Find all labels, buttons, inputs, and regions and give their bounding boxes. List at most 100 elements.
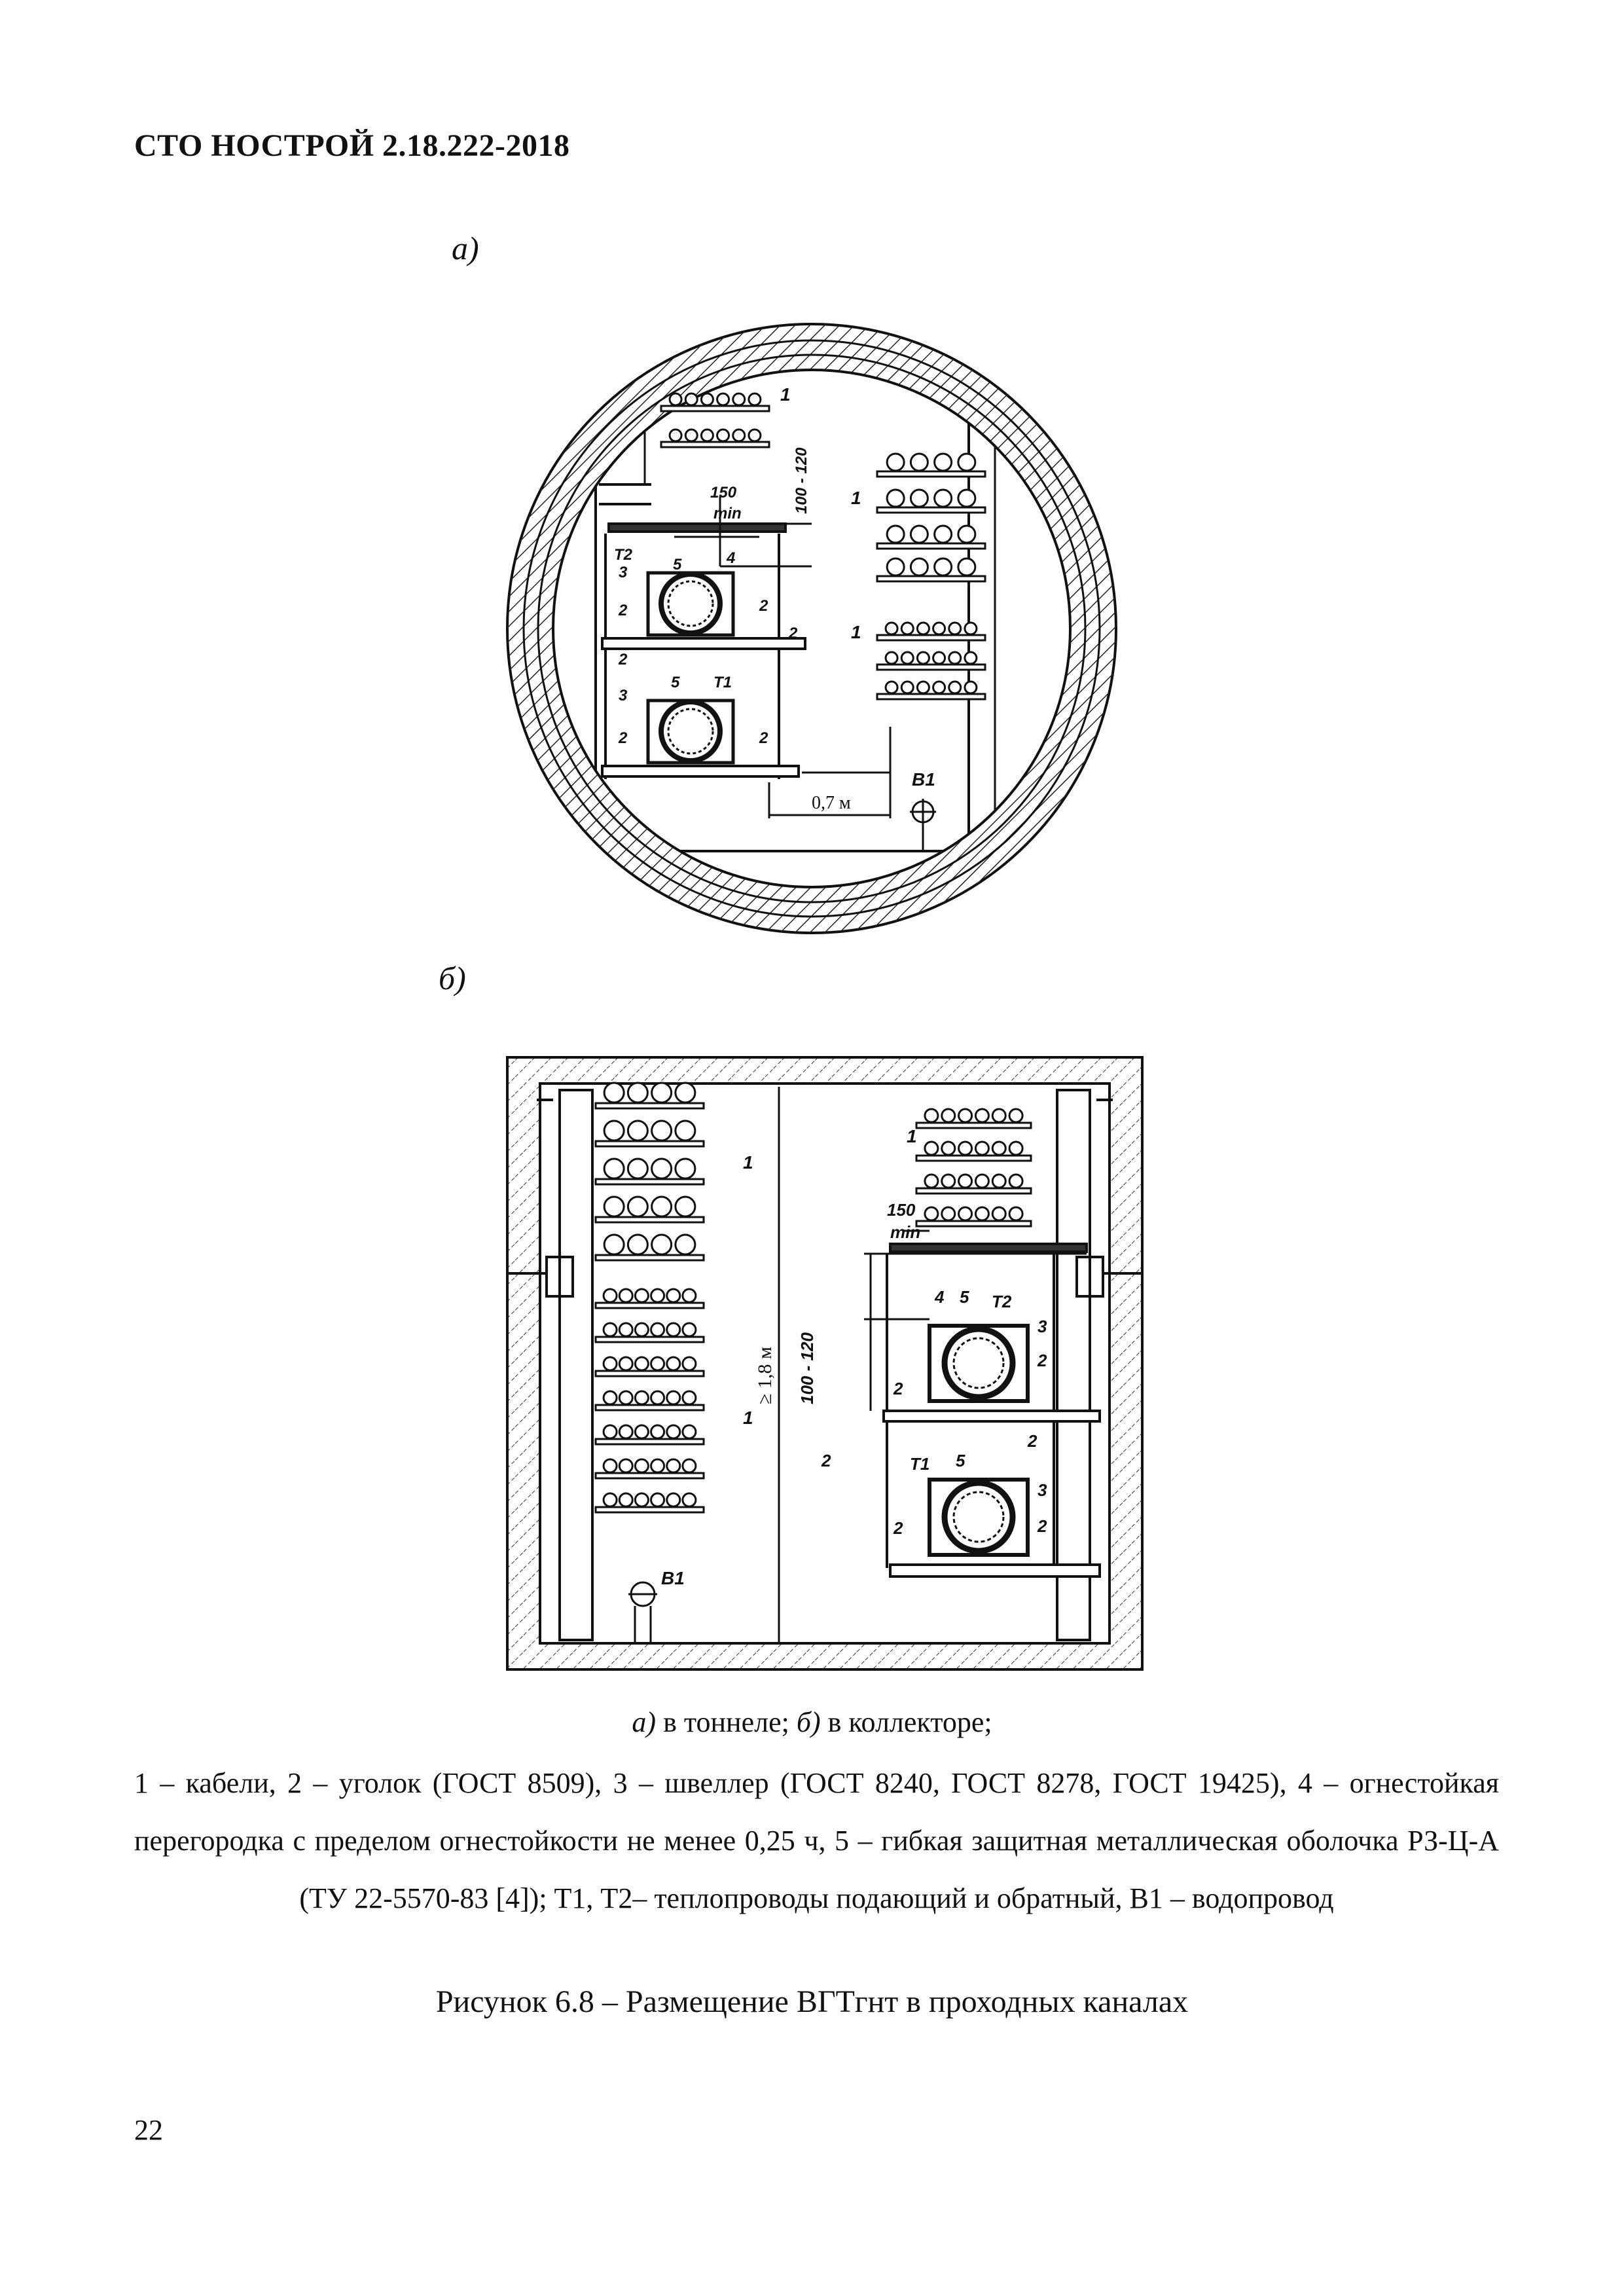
cable: [651, 1233, 673, 1256]
cable: [924, 1108, 939, 1123]
cable: [634, 1424, 649, 1440]
cable: [941, 1206, 956, 1222]
cable: [933, 524, 953, 544]
cable: [666, 1288, 681, 1303]
label-dim-100-120: 100 - 120: [793, 447, 810, 514]
cable: [618, 1492, 634, 1508]
cable: [948, 680, 962, 695]
cable: [1008, 1140, 1024, 1156]
cable: [933, 557, 953, 577]
cable: [681, 1424, 697, 1440]
cable: [924, 1206, 939, 1222]
cable: [958, 1108, 973, 1123]
cable: [626, 1195, 649, 1218]
cable-trays-left: [594, 1082, 705, 1514]
cable: [602, 1356, 618, 1372]
cable: [618, 1424, 634, 1440]
cable: [933, 452, 953, 472]
cable-tray: [876, 542, 986, 550]
cable: [651, 1082, 673, 1104]
cable-tray: [876, 470, 986, 478]
subfigure-b-label: б): [439, 960, 466, 996]
cable: [941, 1108, 956, 1123]
label-clearance: 0,7 м: [812, 793, 851, 813]
cable: [681, 1288, 697, 1303]
cable: [674, 1082, 696, 1104]
cable: [700, 428, 714, 443]
cable: [681, 1458, 697, 1474]
cable: [916, 621, 930, 636]
cable-tray: [594, 1472, 705, 1480]
cable: [1008, 1108, 1024, 1123]
cable: [958, 1173, 973, 1189]
cable: [732, 392, 746, 407]
cable: [618, 1390, 634, 1406]
cable: [909, 524, 929, 544]
cable-tray: [594, 1404, 705, 1412]
cable: [666, 1390, 681, 1406]
cable-tray: [915, 1121, 1032, 1129]
cable: [900, 651, 914, 665]
label-dim-100-120: 100 - 120: [797, 1332, 817, 1404]
cable: [650, 1288, 666, 1303]
cable: [700, 392, 714, 407]
cable-tray: [876, 693, 986, 701]
cable: [991, 1108, 1007, 1123]
cable: [626, 1120, 649, 1142]
cable-tray: [594, 1102, 705, 1110]
cable: [886, 524, 905, 544]
cable: [666, 1322, 681, 1338]
cable: [884, 680, 899, 695]
cable: [634, 1492, 649, 1508]
cable-tray: [594, 1140, 705, 1148]
label-shell: 5: [671, 674, 680, 691]
cable: [650, 1322, 666, 1338]
cable: [958, 1206, 973, 1222]
cable-tray: [876, 575, 986, 583]
cable-trays-right: [915, 1108, 1032, 1228]
pipe-t2: [646, 571, 735, 637]
cable: [674, 1233, 696, 1256]
cable: [900, 680, 914, 695]
label-angle: 2: [618, 729, 628, 747]
label-angle: 2: [618, 602, 628, 619]
cable: [716, 392, 731, 407]
label-shell: 5: [956, 1451, 965, 1470]
cable: [603, 1120, 625, 1142]
label-partition: 4: [934, 1287, 945, 1307]
label-channel: 3: [619, 687, 628, 704]
cable: [957, 488, 977, 508]
document-header: СТО НОСТРОЙ 2.18.222-2018: [134, 128, 570, 163]
cable: [650, 1356, 666, 1372]
cable: [924, 1140, 939, 1156]
cable: [634, 1458, 649, 1474]
cable: [602, 1458, 618, 1474]
label-t1: T1: [910, 1454, 929, 1474]
cable: [964, 621, 978, 636]
cable: [957, 524, 977, 544]
cable: [957, 557, 977, 577]
cable-tray: [594, 1178, 705, 1186]
cable: [650, 1424, 666, 1440]
label-t2: T2: [992, 1292, 1012, 1311]
cable: [618, 1356, 634, 1372]
cable: [974, 1108, 990, 1123]
cable: [634, 1288, 649, 1303]
cable: [602, 1492, 618, 1508]
cable: [684, 392, 698, 407]
cable: [884, 651, 899, 665]
cable: [666, 1492, 681, 1508]
cable: [681, 1390, 697, 1406]
cable: [991, 1206, 1007, 1222]
cable: [748, 392, 762, 407]
caption-a-text: в тоннеле;: [656, 1706, 797, 1738]
cable: [974, 1140, 990, 1156]
caption-b-marker: б): [796, 1706, 821, 1738]
label-t1: T1: [713, 674, 732, 691]
cable: [932, 621, 947, 636]
figure-title: Рисунок 6.8 – Размещение ВГТгнт в проход…: [435, 1984, 1189, 2019]
cable: [958, 1140, 973, 1156]
cable: [886, 557, 905, 577]
cable: [1008, 1173, 1024, 1189]
cable-tray: [876, 663, 986, 671]
